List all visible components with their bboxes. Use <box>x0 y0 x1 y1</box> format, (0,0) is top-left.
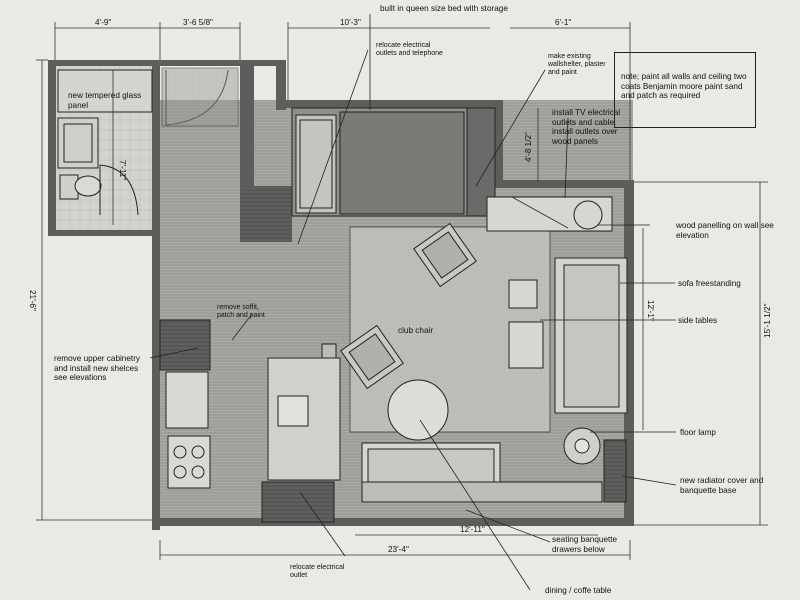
banquette <box>361 442 603 503</box>
side-table-upper <box>508 279 538 309</box>
wall-shelter-label: make existing wallshelter, plaster and p… <box>548 53 606 76</box>
side-table-lower <box>508 321 544 369</box>
club-chair-upper <box>413 222 477 288</box>
bathroom <box>57 69 153 216</box>
relocate-outlet-label: relocate electrical outlet <box>290 564 345 579</box>
dim-21-6: 21'-6" <box>28 290 37 311</box>
dining-label: dining / coffe table <box>545 586 612 595</box>
leader-lines <box>149 14 677 591</box>
dim-7-11: 7'-11" <box>118 160 127 180</box>
kitchen <box>159 319 341 523</box>
dim-23-4: 23'-4" <box>388 545 409 554</box>
tv-console <box>486 196 613 232</box>
radiator-label: new radiator cover and banquette base <box>680 476 764 495</box>
floor-lamp <box>563 427 601 465</box>
dimension-lines <box>36 22 768 560</box>
relocate-outlets-phone-label: relocate electrical outlets and telephon… <box>376 42 443 57</box>
built-in-bed <box>291 107 496 217</box>
general-note: note; paint all walls and ceiling two co… <box>614 52 756 128</box>
sofa-label: sofa freestanding <box>678 279 741 288</box>
entry <box>161 67 239 127</box>
dim-10-3: 10'-3" <box>340 18 361 27</box>
glass-panel-label: new tempered glass panel <box>68 91 142 110</box>
bed-label: built in queen size bed with storage <box>380 4 508 13</box>
dim-15-1: 15'-1 1/2" <box>763 303 772 338</box>
dimension-texts: 4'-9" 3'-6 5/8" 10'-3" 6'-1" 7'-11" 21'-… <box>28 18 772 554</box>
wood-panelling-label: wood panelling on wall see elevation <box>676 221 774 240</box>
cabinetry-label: remove upper cabinetry and install new s… <box>54 354 141 382</box>
side-tables-label: side tables <box>678 316 718 325</box>
dim-12-1: 12'-1" <box>646 300 655 321</box>
remove-soffit-label: remove soffit, patch and paint <box>217 304 265 319</box>
sofa <box>554 257 628 414</box>
dim-4-9: 4'-9" <box>95 18 111 27</box>
radiator-cover <box>603 439 627 503</box>
dim-3-6: 3'-6 5/8" <box>183 18 213 27</box>
dining-table <box>387 379 449 441</box>
walls <box>48 60 634 530</box>
dim-12-11: 12'-11" <box>460 525 485 534</box>
general-note-text: note; paint all walls and ceiling two co… <box>621 72 747 101</box>
dim-4-8: 4'-8 1/2" <box>524 132 533 162</box>
club-chair-label: club chair <box>398 326 433 335</box>
club-chair-lower <box>340 324 404 390</box>
tv-outlets-label: install TV electrical outlets and cable.… <box>552 108 621 146</box>
banquette-label: seating banquette drawers below <box>552 535 618 554</box>
dim-6-1: 6'-1" <box>555 18 571 27</box>
floor-lamp-label: floor lamp <box>680 428 716 437</box>
